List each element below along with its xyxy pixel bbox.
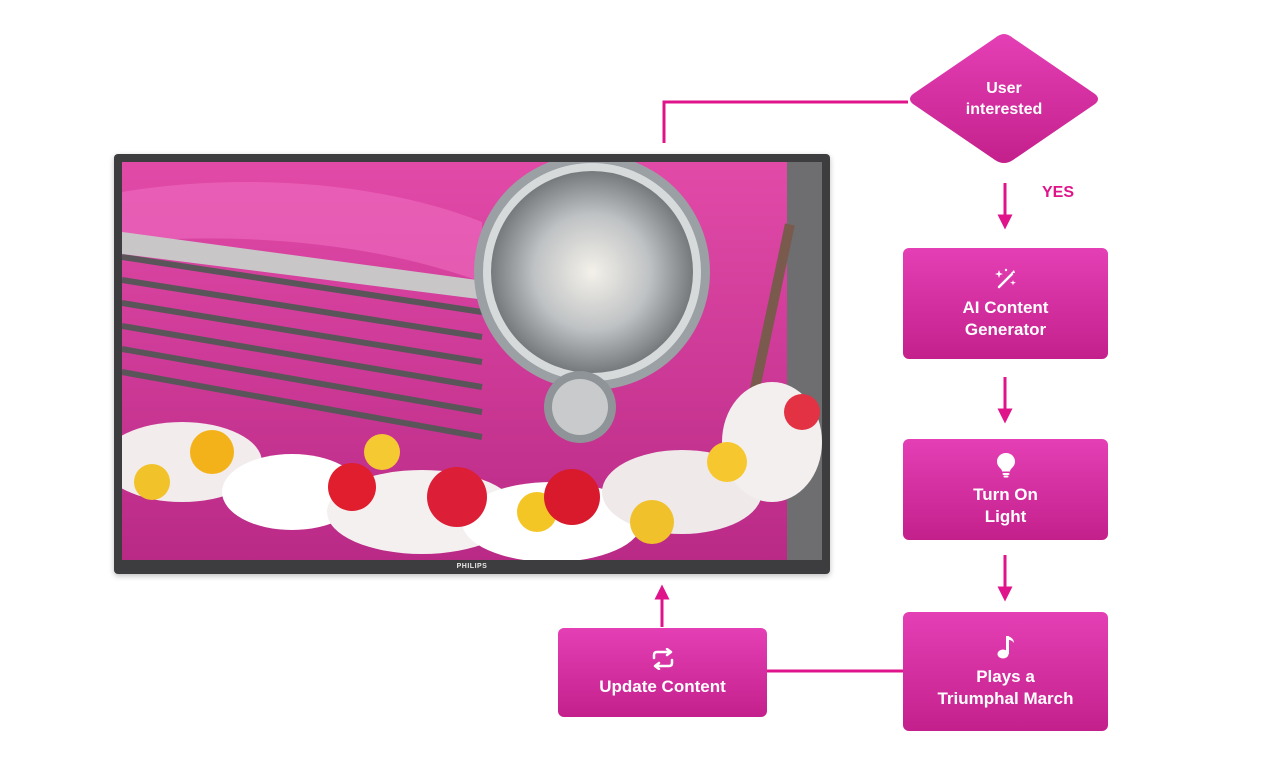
grille xyxy=(122,254,483,440)
decision-user-interested: User interested xyxy=(905,32,1103,166)
display-monitor: PHILIPS xyxy=(114,154,830,574)
step-march-label: Plays a Triumphal March xyxy=(937,666,1074,708)
decision-diamond-shape xyxy=(910,34,1098,163)
step-update-content: Update Content xyxy=(558,628,767,717)
step-plays-triumphal-march: Plays a Triumphal March xyxy=(903,612,1108,731)
display-screen-image xyxy=(122,162,822,560)
step-light-label: Turn On Light xyxy=(973,484,1038,526)
step-ai-label: AI Content Generator xyxy=(962,297,1049,339)
step-update-label: Update Content xyxy=(599,676,726,696)
step-turn-on-light: Turn On Light xyxy=(903,439,1108,540)
magic-wand-icon xyxy=(993,267,1019,291)
music-note-icon xyxy=(996,634,1016,660)
step-ai-content-generator: AI Content Generator xyxy=(903,248,1108,359)
flower-garland xyxy=(122,382,822,560)
decision-label: User interested xyxy=(965,80,1043,118)
lightbulb-icon xyxy=(996,452,1016,478)
refresh-icon xyxy=(650,647,676,670)
branch-yes-label: YES xyxy=(1042,184,1075,201)
connector-decision-to-display xyxy=(662,100,908,143)
brand-logo: PHILIPS xyxy=(456,563,488,570)
